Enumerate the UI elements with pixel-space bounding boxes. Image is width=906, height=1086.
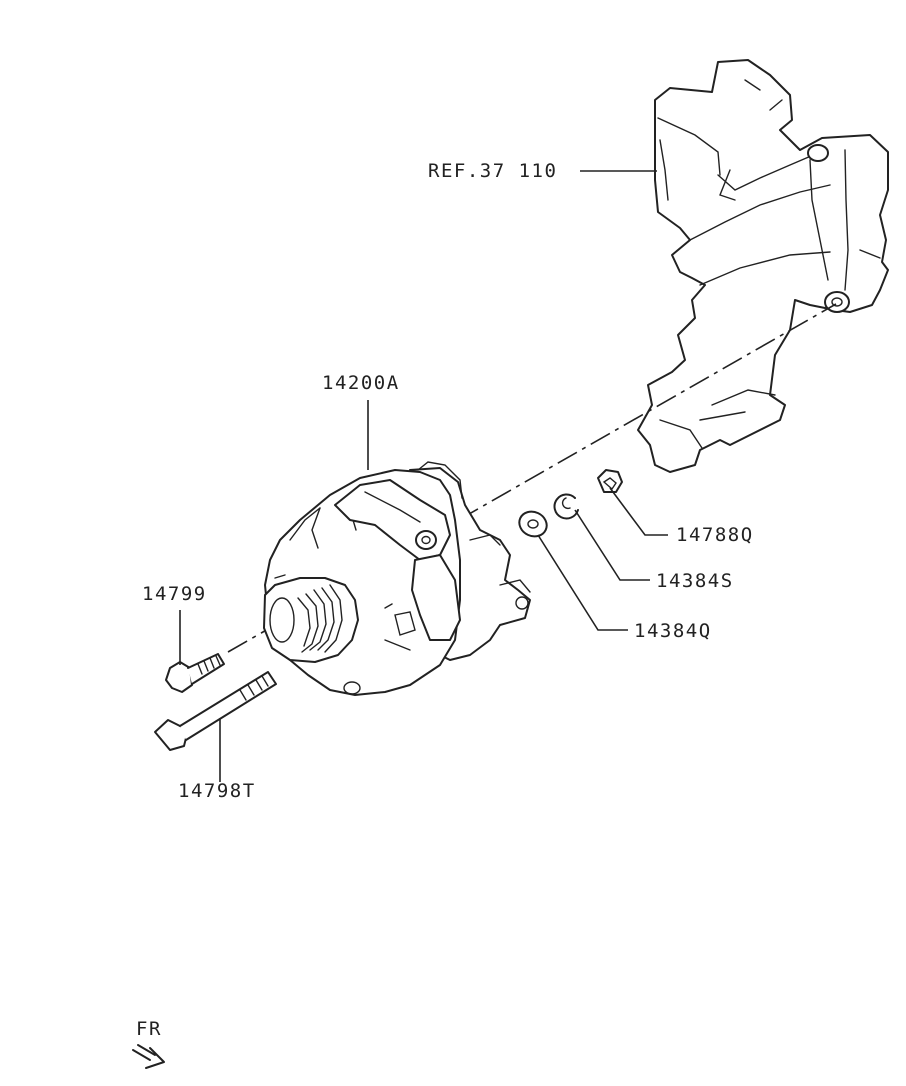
nut-label: 14788Q <box>676 524 754 546</box>
front-label: FR <box>136 1018 162 1040</box>
bolt-label: 14799 <box>142 583 207 605</box>
leader-lines <box>179 170 668 782</box>
lock-washer-label: 14384S <box>656 570 734 592</box>
washer-label: 14384Q <box>634 620 712 642</box>
alternator-label: 14200A <box>322 372 400 394</box>
long-bolt-label: 14798T <box>178 780 256 802</box>
alternator <box>263 461 531 696</box>
lock-washer <box>553 493 579 520</box>
long-bolt <box>154 671 277 751</box>
arrow-down-right-icon <box>132 1044 165 1069</box>
bolt <box>165 653 225 693</box>
engine-bracket <box>637 59 889 473</box>
washer <box>518 510 548 538</box>
nut <box>597 469 623 493</box>
ref-label: REF.37 110 <box>428 160 558 182</box>
